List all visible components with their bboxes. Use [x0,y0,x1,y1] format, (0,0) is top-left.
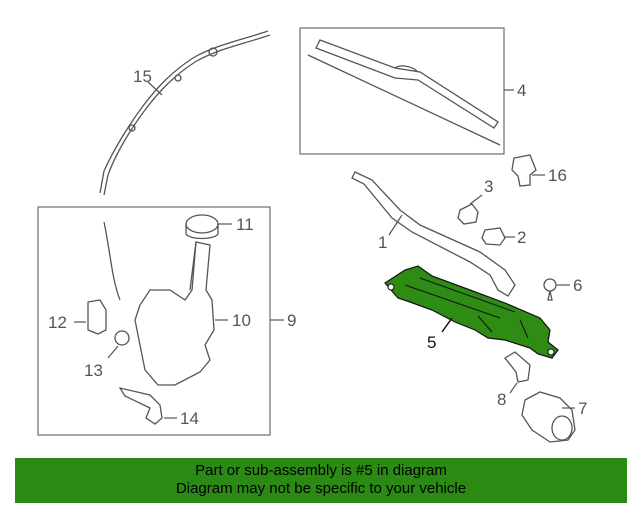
wiper-linkage-part-5 [384,265,559,359]
callout-12: 12 [48,313,67,332]
reservoir-box [37,206,271,436]
cap-part-3 [457,203,479,225]
grommet-part-13 [114,330,130,346]
callout-6: 6 [573,276,582,295]
filler-cap-part-11 [185,214,219,240]
fitment-banner: Part or sub-assembly is #5 in diagram Di… [15,458,627,503]
bolt-part-6 [543,278,557,301]
callout-3: 3 [484,177,493,196]
callout-5: 5 [427,333,436,352]
banner-line-2: Diagram may not be specific to your vehi… [175,480,467,497]
leader-3 [469,194,483,205]
level-sensor-part-14 [118,387,163,425]
wiper-blade-part-4 [307,39,501,146]
washer-reservoir-part-10 [134,241,215,386]
callout-9: 9 [287,311,296,330]
banner-line-1: Part or sub-assembly is #5 in diagram [195,462,447,479]
wiper-arm-part-1 [351,171,516,297]
leader-1 [388,214,403,236]
leader-5 [441,317,453,333]
parts-diagram: 15 4 16 3 2 1 6 5 [37,27,587,443]
wiper-blade-box [299,27,505,155]
bracket-part-8 [504,351,531,383]
reservoir-tube [103,221,121,301]
callout-1: 1 [378,233,387,252]
washer-hose-part-15 [99,30,271,196]
callout-16: 16 [548,166,567,185]
callout-10: 10 [232,311,251,330]
cap-part-2 [481,227,506,246]
leader-13 [107,345,119,359]
leader-15 [147,81,163,96]
leader-8 [509,382,518,394]
callout-13: 13 [84,361,103,380]
callout-4: 4 [517,81,526,100]
callout-7: 7 [578,399,587,418]
callout-2: 2 [517,228,526,247]
callout-15: 15 [133,67,152,86]
callout-11: 11 [236,215,254,234]
callout-14: 14 [180,409,199,428]
callout-8: 8 [497,390,506,409]
wiper-motor-part-7 [521,391,576,443]
washer-pump-part-12 [87,299,107,335]
washer-nozzle-part-16 [511,154,537,187]
